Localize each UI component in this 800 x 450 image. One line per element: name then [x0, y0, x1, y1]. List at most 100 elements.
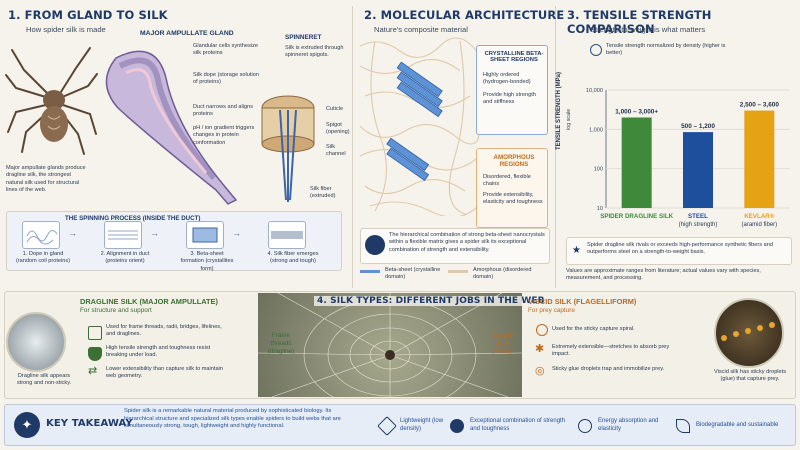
category-sublabel: (high strength): [678, 222, 718, 228]
viscid-item-2: Extremely extensible—stretches to absorb…: [552, 344, 670, 358]
chart-note: Tensile strength normalized by density (…: [606, 43, 726, 57]
web-illustration: [257, 292, 523, 412]
divider: [352, 6, 353, 288]
bar-1: [621, 117, 652, 208]
shield-icon: [88, 347, 102, 361]
spinneret-part-3: Silk channel: [326, 144, 346, 158]
lightbulb-icon: ✦: [14, 412, 40, 438]
bar-value-label: 2,500 – 3,600: [740, 102, 780, 109]
frame-threads-label: Frame threads (dragline): [267, 332, 295, 356]
info-icon: [590, 44, 602, 56]
bar-value-label: 1,000 – 3,000+: [615, 108, 658, 115]
spinneret-label: SPINNERET: [285, 34, 322, 41]
point-strength: Exceptional combination of strength and …: [450, 409, 566, 443]
web-photo: [257, 292, 523, 412]
category-label: STEEL: [688, 213, 708, 220]
point-energy: Energy absorption and elasticity: [578, 409, 680, 443]
gland-note-3: Duct narrows and aligns proteins: [193, 104, 254, 118]
bar-value-label: 500 – 1,200: [681, 123, 715, 130]
spider-caption: Major ampullate glands produce dragline …: [6, 165, 86, 194]
arrow-icon: →: [232, 228, 241, 238]
amorphous-box: AMORPHOUS REGIONS Disordered, flexible c…: [476, 148, 548, 228]
spider-illustration: [5, 47, 98, 155]
section3-title: 3. TENSILE STRENGTH COMPARISON: [567, 8, 712, 36]
summary-text: The hierarchical combination of strong b…: [389, 232, 545, 253]
y-axis-label: TENSILE STRENGTH (MPa): [556, 71, 562, 150]
link-icon: [450, 419, 464, 433]
bar-3: [744, 110, 775, 208]
legend-swatch: [448, 270, 468, 273]
point-text: Biodegradable and sustainable: [696, 422, 779, 429]
viscid-photo: [714, 298, 784, 368]
star-icon: ★: [572, 245, 581, 256]
spinneret-part-2: Spigot (opening): [326, 122, 350, 136]
dragline-item-2: High tensile strength and toughness resi…: [106, 345, 211, 359]
category-label: SPIDER DRAGLINE SILK: [600, 213, 674, 220]
step-4: 4. Silk fiber emerges (strong and tough): [267, 251, 319, 265]
dragline-item-3: Lower extensibility than capture silk to…: [106, 366, 223, 380]
spinneret-illustration: [261, 95, 315, 202]
viscid-item-3: Sticky glue droplets trap and immobilize…: [552, 366, 665, 372]
divider: [555, 6, 556, 288]
key-takeaway-panel: [4, 404, 796, 446]
y-axis-scale: log scale: [566, 108, 572, 130]
summary-box: The hierarchical combination of strong b…: [360, 228, 550, 264]
step-3-graphic: [186, 221, 224, 249]
spiral-icon: ◎: [535, 365, 545, 377]
arrows-icon: ⇄: [88, 365, 98, 377]
target-icon: [536, 324, 548, 336]
category-sublabel: (aramid fiber): [741, 222, 778, 228]
section4-title: 4. SILK TYPES: DIFFERENT JOBS IN THE WEB: [314, 296, 548, 306]
y-tick-label: 1,000: [589, 127, 603, 133]
arrow-icon: →: [68, 228, 77, 238]
point-biodegradable: Biodegradable and sustainable: [676, 409, 792, 443]
step-3: 3. Beta-sheet formation (crystallites fo…: [180, 251, 234, 272]
capture-spiral-label: Capture spiral (viscid): [490, 332, 513, 356]
y-tick-label: 10,000: [586, 88, 603, 94]
y-tick-label: 100: [594, 167, 603, 173]
dragline-title: DRAGLINE SILK (MAJOR AMPULLATE): [80, 297, 218, 306]
point-lightweight: Lightweight (low density): [377, 409, 452, 443]
dragline-item-1: Used for frame threads, radii, bridges, …: [106, 324, 222, 338]
chart-source-note: Values are approximate ranges from liter…: [566, 268, 761, 282]
chart-footer-box: ★ Spider dragline silk rivals or exceeds…: [566, 237, 792, 265]
gland-note-2: Silk dope (storage solution of proteins): [193, 72, 259, 86]
legend-beta: Beta-sheet (crystalline domain): [385, 267, 441, 281]
frame-icon: [88, 326, 102, 340]
spinneret-desc: Silk is extruded through spinneret spigo…: [285, 45, 344, 59]
crystalline-title: CRYSTALLINE BETA-SHEET REGIONS: [484, 51, 544, 63]
section1-subtitle: How spider silk is made: [26, 25, 106, 34]
energy-icon: [578, 419, 592, 433]
section3-subtitle: Strength-to-weight is what matters: [590, 25, 706, 34]
viscid-item-1: Used for the sticky capture spiral.: [552, 326, 635, 332]
dragline-caption: Dragline silk appears strong and non-sti…: [16, 373, 72, 387]
viscid-title: VISCID SILK (FLAGELLIFORM): [528, 297, 637, 306]
amorphous-item-1: Disordered, flexible chains: [483, 174, 531, 188]
spinning-process-title: THE SPINNING PROCESS (INSIDE THE DUCT): [65, 215, 201, 222]
leaf-icon: [676, 419, 690, 433]
section1-title: 1. FROM GLAND TO SILK: [8, 8, 168, 22]
step-4-graphic: [268, 221, 306, 249]
step-2: 2. Alignment in duct (proteins orient): [100, 251, 150, 265]
arrow-icon: →: [150, 228, 159, 238]
dragline-photo: [6, 312, 66, 372]
gland-illustration: [105, 50, 238, 205]
point-text: Energy absorption and elasticity: [598, 418, 659, 432]
bug-icon: ✱: [535, 343, 545, 355]
gland-note-1: Glandular cells synthesize silk proteins: [193, 43, 258, 57]
crystalline-item-1: Highly ordered (hydrogen-bonded): [483, 72, 531, 86]
key-takeaway-text: Spider silk is a remarkable natural mate…: [124, 408, 341, 430]
feather-icon: [377, 416, 397, 436]
gland-note-4: pH / ion gradient triggers changes in pr…: [193, 125, 255, 146]
legend-swatch: [360, 270, 380, 273]
category-label: KEVLAR®: [744, 213, 775, 220]
crystalline-item-2: Provide high strength and stiffness: [483, 92, 536, 106]
point-text: Lightweight (low density): [400, 418, 444, 432]
viscid-caption: Viscid silk has sticky droplets (glue) t…: [713, 369, 787, 383]
viscid-subtitle: For prey capture: [528, 307, 575, 314]
chart-footer-text: Spider dragline silk rivals or exceeds h…: [587, 242, 773, 256]
spinneret-part-1: Cuticle: [326, 106, 344, 112]
amorphous-title: AMORPHOUS REGIONS: [493, 154, 535, 168]
